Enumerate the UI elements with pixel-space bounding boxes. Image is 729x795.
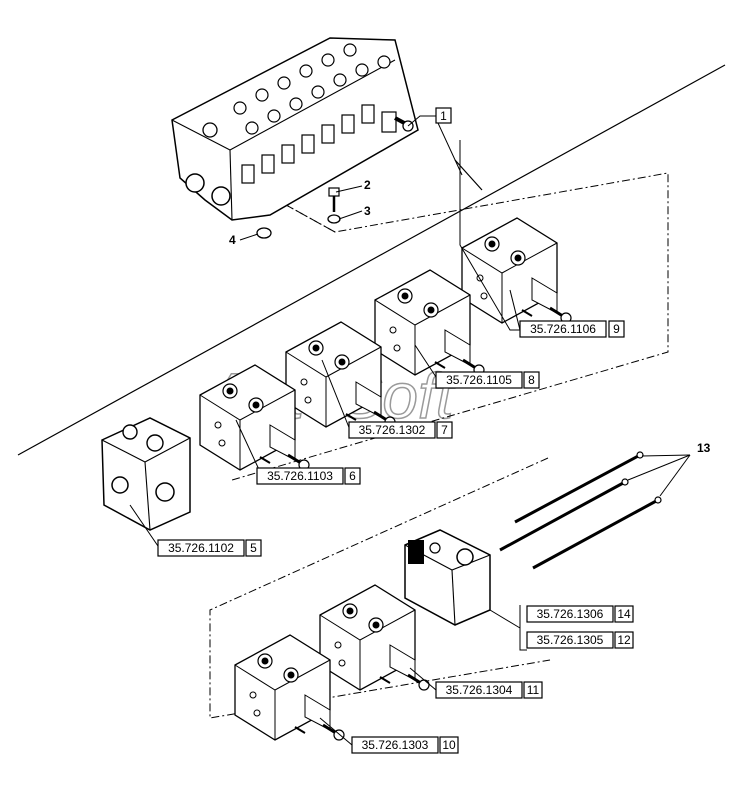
callout-8-number: 8	[528, 373, 535, 387]
end-cover-drawing	[404, 529, 491, 626]
callout-5-number: 5	[250, 541, 257, 555]
callout-14-part: 35.726.1306	[537, 607, 604, 621]
callout-11-number: 11	[527, 683, 540, 697]
separator-line-2	[454, 159, 483, 191]
dashdot-frame-upper-b	[231, 172, 669, 481]
callout-7[interactable]: 35.726.1302 7	[348, 421, 453, 439]
callout-14-number: 14	[617, 607, 631, 621]
callout-6-number: 6	[349, 469, 356, 483]
callout-5[interactable]: 35.726.1102 5	[157, 539, 262, 557]
callout-9-part: 35.726.1106	[530, 322, 596, 336]
callout-2-number[interactable]: 2	[364, 178, 371, 192]
callout-4-number[interactable]: 4	[229, 233, 236, 247]
callout-11[interactable]: 35.726.1304 11	[435, 681, 543, 699]
valve-assembly-drawing	[171, 37, 419, 221]
callout-6[interactable]: 35.726.1103 6	[256, 467, 361, 485]
callout-7-number: 7	[441, 423, 448, 437]
tie-rods-drawing	[499, 451, 662, 570]
callout-6-part: 35.726.1103	[267, 469, 333, 483]
leader-lines	[129, 115, 691, 746]
separator-line	[17, 64, 726, 456]
callout-3-number[interactable]: 3	[364, 204, 371, 218]
callout-12-number: 12	[617, 633, 631, 647]
callout-8-part: 35.726.1105	[446, 373, 512, 387]
bolt-drawing	[328, 187, 340, 212]
washer-drawing	[327, 214, 341, 224]
callout-12-part: 35.726.1305	[537, 633, 604, 647]
inlet-section-drawing	[101, 417, 191, 531]
section-1106-drawing	[460, 216, 573, 325]
callout-7-part: 35.726.1302	[359, 423, 426, 437]
callout-10-part: 35.726.1303	[362, 738, 429, 752]
callout-1-number: 1	[440, 109, 447, 123]
callout-11-part: 35.726.1304	[446, 683, 513, 697]
callout-10[interactable]: 35.726.1303 10	[351, 736, 459, 754]
callout-9-number: 9	[613, 322, 620, 336]
callout-12[interactable]: 35.726.1305 12	[526, 631, 634, 649]
dashdot-frame-lower	[209, 457, 551, 719]
callout-1[interactable]: 1	[435, 107, 452, 124]
callout-8[interactable]: 35.726.1105 8	[435, 371, 540, 389]
callout-10-number: 10	[442, 738, 456, 752]
nut-drawing	[256, 227, 272, 239]
callout-14[interactable]: 35.726.1306 14	[526, 605, 634, 623]
callout-5-part: 35.726.1102	[168, 541, 234, 555]
callout-13-number[interactable]: 13	[697, 441, 711, 455]
callout-9[interactable]: 35.726.1106 9	[519, 320, 625, 338]
